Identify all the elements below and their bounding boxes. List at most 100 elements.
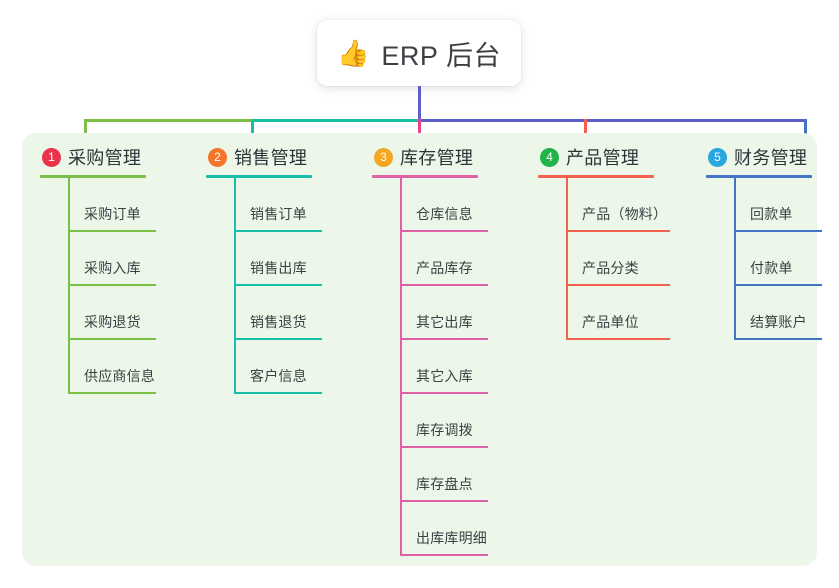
connector-bar-blue [418, 119, 807, 122]
menu-item-rule [734, 338, 822, 340]
menu-item[interactable]: 库存盘点 [400, 448, 500, 502]
column-header-product[interactable]: 4 产品管理 [538, 145, 678, 169]
menu-item[interactable]: 产品（物料） [566, 178, 678, 232]
menu-item[interactable]: 产品单位 [566, 286, 678, 340]
column-badge-sales: 2 [208, 147, 227, 167]
menu-item-rule [566, 284, 670, 286]
column-spine-finance [734, 178, 736, 340]
column-header-finance[interactable]: 5 财务管理 [706, 145, 834, 169]
menu-item-label: 其它入库 [416, 368, 473, 384]
menu-item[interactable]: 产品分类 [566, 232, 678, 286]
content-panel [22, 133, 817, 566]
connector-root-stem [418, 86, 421, 122]
menu-item-label: 产品单位 [582, 314, 639, 330]
menu-item-label: 付款单 [750, 260, 793, 276]
column-title-finance: 财务管理 [734, 148, 808, 168]
column-badge-purchase: 1 [42, 147, 61, 167]
menu-item[interactable]: 其它入库 [400, 340, 500, 394]
menu-item-rule [400, 230, 488, 232]
menu-item[interactable]: 出库库明细 [400, 502, 500, 556]
menu-item-rule [68, 338, 156, 340]
menu-item-label: 采购退货 [84, 314, 141, 330]
menu-item-label: 出库库明细 [416, 530, 487, 546]
menu-item[interactable]: 其它出库 [400, 286, 500, 340]
menu-item-rule [400, 392, 488, 394]
menu-item[interactable]: 采购入库 [68, 232, 168, 286]
menu-item-label: 其它出库 [416, 314, 473, 330]
menu-item-rule [68, 284, 156, 286]
column-title-product: 产品管理 [566, 148, 640, 168]
column-badge-inventory: 3 [374, 147, 393, 167]
column-purchase: 1 采购管理采购订单采购入库采购退货供应商信息 [40, 145, 168, 394]
menu-item-label: 回款单 [750, 206, 793, 222]
column-title-purchase: 采购管理 [68, 148, 142, 168]
menu-item[interactable]: 采购退货 [68, 286, 168, 340]
menu-item-label: 销售出库 [250, 260, 307, 276]
column-spine-sales [234, 178, 236, 394]
menu-item-rule [734, 230, 822, 232]
column-rule-product [538, 175, 654, 178]
menu-item[interactable]: 销售出库 [234, 232, 334, 286]
menu-item[interactable]: 销售退货 [234, 286, 334, 340]
menu-item-label: 结算账户 [750, 314, 807, 330]
menu-item-rule [234, 284, 322, 286]
menu-item-rule [400, 284, 488, 286]
menu-item-rule [400, 554, 488, 556]
column-spine-product [566, 178, 568, 340]
menu-item-rule [68, 392, 156, 394]
menu-item[interactable]: 采购订单 [68, 178, 168, 232]
menu-item-label: 供应商信息 [84, 368, 155, 384]
menu-item-label: 销售订单 [250, 206, 307, 222]
connector-bar-green [84, 119, 253, 122]
column-spine-inventory [400, 178, 402, 556]
menu-item-rule [400, 338, 488, 340]
menu-item[interactable]: 结算账户 [734, 286, 834, 340]
menu-item-label: 客户信息 [250, 368, 307, 384]
column-rule-finance [706, 175, 812, 178]
menu-item[interactable]: 回款单 [734, 178, 834, 232]
menu-item-rule [566, 338, 670, 340]
menu-item-label: 采购入库 [84, 260, 141, 276]
menu-item[interactable]: 产品库存 [400, 232, 500, 286]
menu-item-label: 产品（物料） [582, 206, 668, 222]
column-product: 4 产品管理产品（物料） 产品分类产品单位 [538, 145, 678, 340]
menu-item[interactable]: 付款单 [734, 232, 834, 286]
menu-item[interactable]: 库存调拨 [400, 394, 500, 448]
menu-item[interactable]: 客户信息 [234, 340, 334, 394]
menu-item-rule [68, 230, 156, 232]
menu-item-label: 产品分类 [582, 260, 639, 276]
menu-item[interactable]: 供应商信息 [68, 340, 168, 394]
menu-item-rule [400, 500, 488, 502]
column-title-inventory: 库存管理 [400, 148, 474, 168]
column-body-product: 产品（物料） 产品分类产品单位 [566, 178, 678, 340]
menu-item-rule [234, 230, 322, 232]
menu-item-label: 仓库信息 [416, 206, 473, 222]
menu-item-label: 销售退货 [250, 314, 307, 330]
menu-item-rule [234, 392, 322, 394]
menu-item-label: 采购订单 [84, 206, 141, 222]
menu-item-label: 库存调拨 [416, 422, 473, 438]
column-rule-inventory [372, 175, 478, 178]
root-node[interactable]: 👍 ERP 后台 [317, 20, 521, 86]
menu-item-rule [400, 446, 488, 448]
column-header-purchase[interactable]: 1 采购管理 [40, 145, 168, 169]
menu-item-label: 产品库存 [416, 260, 473, 276]
root-title: ERP 后台 [381, 40, 501, 71]
menu-item[interactable]: 销售订单 [234, 178, 334, 232]
menu-item-rule [566, 230, 670, 232]
column-inventory: 3 库存管理仓库信息产品库存其它出库其它入库库存调拨库存盘点出库库明细 [372, 145, 500, 556]
thumbs-up-icon: 👍 [337, 38, 370, 68]
column-badge-finance: 5 [708, 147, 727, 167]
column-finance: 5 财务管理回款单付款单结算账户 [706, 145, 834, 340]
column-rule-purchase [40, 175, 146, 178]
column-body-inventory: 仓库信息产品库存其它出库其它入库库存调拨库存盘点出库库明细 [400, 178, 500, 556]
column-badge-product: 4 [540, 147, 559, 167]
menu-item[interactable]: 仓库信息 [400, 178, 500, 232]
root-node-content: 👍 ERP 后台 [337, 34, 501, 73]
column-rule-sales [206, 175, 312, 178]
menu-item-label: 库存盘点 [416, 476, 473, 492]
column-header-inventory[interactable]: 3 库存管理 [372, 145, 500, 169]
